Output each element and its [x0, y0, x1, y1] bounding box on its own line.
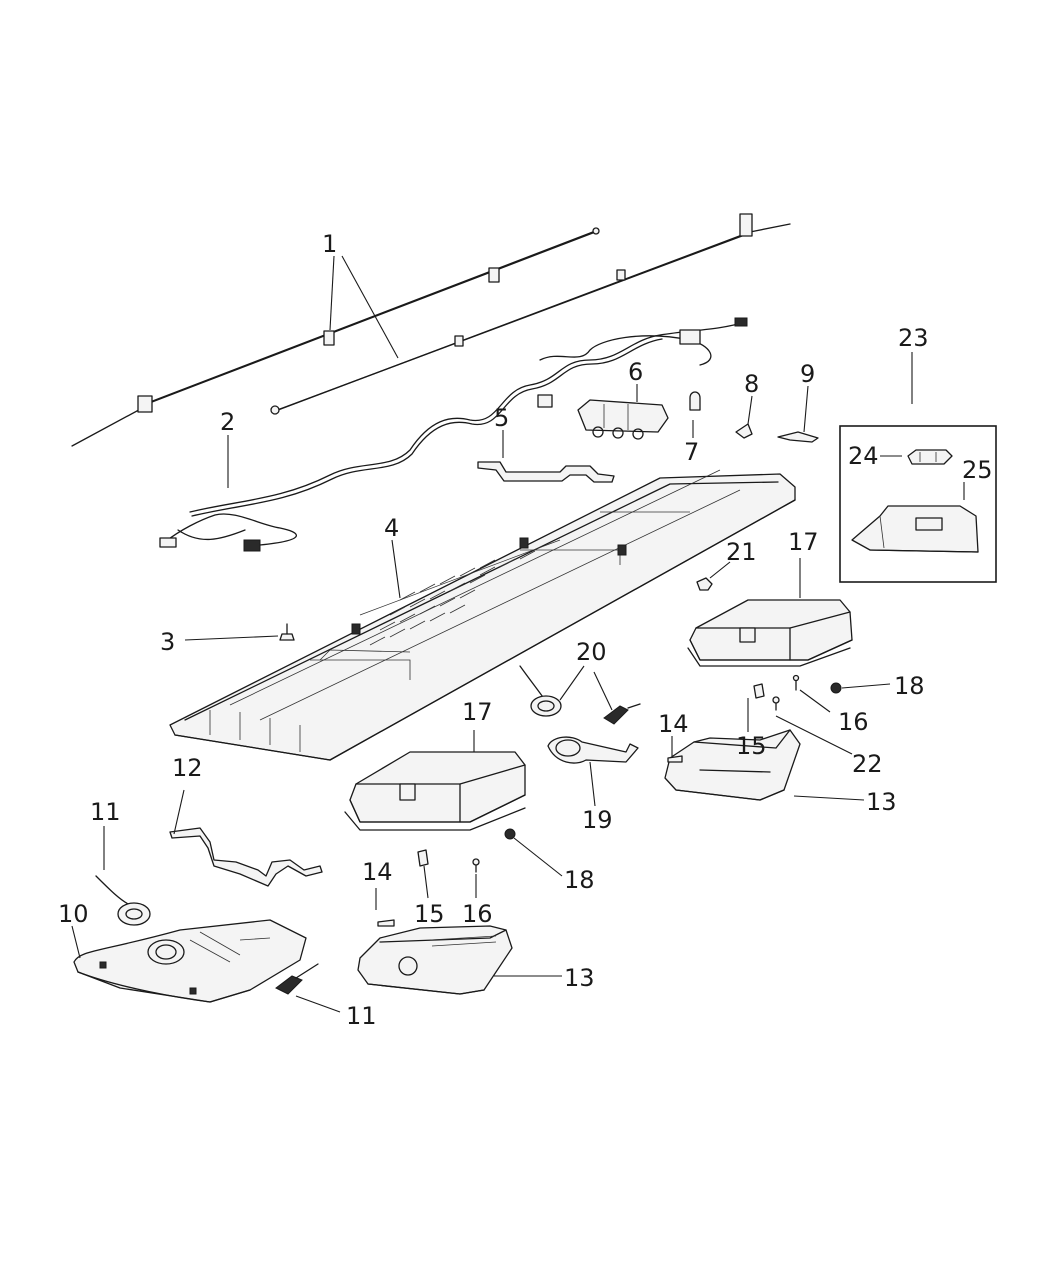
part-3-fastener: [279, 623, 295, 641]
callout-8: 8: [744, 370, 759, 398]
callout-16-lower: 16: [462, 900, 493, 928]
callout-24: 24: [848, 442, 879, 470]
callout-16-upper: 16: [838, 708, 869, 736]
part-11-sensor-upper: [95, 875, 151, 926]
part-21-fastener: [696, 577, 713, 591]
callout-2: 2: [220, 408, 235, 436]
callout-15-upper: 15: [736, 732, 767, 760]
part-5-bracket: [477, 461, 615, 483]
part-15-clip-upper: [753, 683, 765, 699]
callout-21: 21: [726, 538, 757, 566]
callout-4: 4: [384, 514, 399, 542]
callout-22: 22: [852, 750, 883, 778]
part-16-screw-upper: [792, 674, 800, 691]
callout-13-upper: 13: [866, 788, 897, 816]
part-18-nut-lower: [504, 828, 516, 840]
part-15-clip-lower: [417, 849, 429, 867]
callout-13-lower: 13: [564, 964, 595, 992]
part-20-sensor: [519, 665, 641, 725]
callout-18-upper: 18: [894, 672, 925, 700]
callout-20: 20: [576, 638, 607, 666]
callout-25: 25: [962, 456, 993, 484]
part-19-bezel: [547, 736, 639, 764]
callout-12: 12: [172, 754, 203, 782]
callout-17-upper: 17: [788, 528, 819, 556]
callouts: 1 2 3 4 5 6 7 8 9 10 11 11 12 13 13 14 1…: [58, 230, 993, 1030]
part-17-housing-upper: [687, 599, 853, 667]
part-24-lamp: [907, 449, 953, 465]
part-9-bracket: [777, 431, 819, 443]
callout-3: 3: [160, 628, 175, 656]
callout-11-lower: 11: [346, 1002, 377, 1030]
callout-14-lower: 14: [362, 858, 393, 886]
leader-lines: [71, 255, 965, 1013]
callout-23: 23: [898, 324, 929, 352]
callout-7: 7: [684, 438, 699, 466]
part-17-housing-lower: [344, 751, 526, 831]
callout-14-upper: 14: [658, 710, 689, 738]
callout-1: 1: [322, 230, 337, 258]
callout-11-upper: 11: [90, 798, 121, 826]
callout-17-lower: 17: [462, 698, 493, 726]
part-22-screw: [772, 696, 780, 711]
part-13-lens-upper: [664, 729, 801, 801]
callout-10: 10: [58, 900, 89, 928]
part-11-sensor-lower: [275, 963, 319, 995]
part-16-screw-lower: [472, 858, 480, 873]
callout-6: 6: [628, 358, 643, 386]
part-12-bracket: [169, 827, 323, 887]
part-14-screw-lower: [377, 919, 395, 927]
callout-19: 19: [582, 806, 613, 834]
part-6-switch-bank: [577, 399, 669, 440]
callout-9: 9: [800, 360, 815, 388]
part-2-harness: [159, 317, 748, 552]
part-4-console-frame: [169, 469, 796, 761]
inset-23: [839, 425, 997, 583]
callout-15-lower: 15: [414, 900, 445, 928]
part-8-clip: [735, 423, 753, 439]
callout-18-lower: 18: [564, 866, 595, 894]
part-25-bezel: [851, 505, 979, 553]
part-7-bulb: [689, 391, 701, 411]
part-14-screw-upper: [667, 755, 683, 763]
part-13-lens-lower: [357, 925, 513, 995]
part-18-nut-upper: [830, 682, 842, 694]
part-1-tubes: [71, 213, 791, 447]
callout-5: 5: [494, 404, 509, 432]
part-10-bezel: [73, 919, 307, 1003]
